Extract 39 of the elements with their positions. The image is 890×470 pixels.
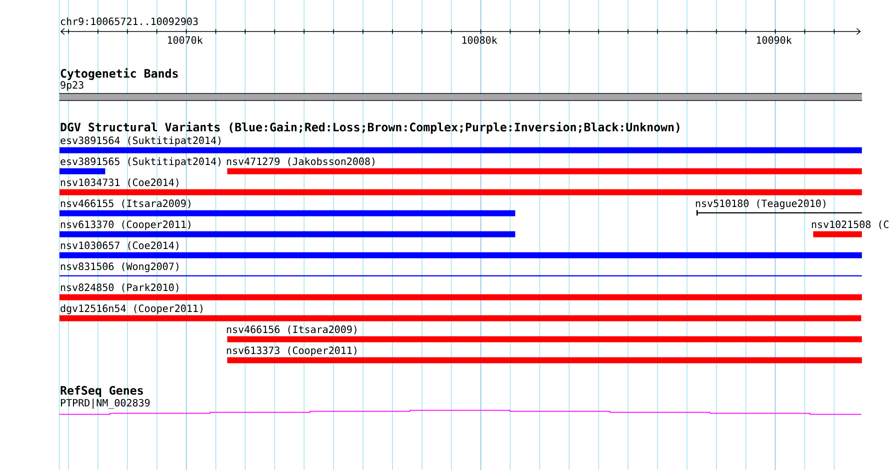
feature-label: nsv471279 (Jakobsson2008) bbox=[226, 157, 374, 166]
tick-label: 10090k bbox=[756, 36, 792, 44]
variant-bar bbox=[60, 147, 862, 154]
band-label: 9p23 bbox=[60, 81, 84, 91]
track-title: DGV Structural Variants (Blue:Gain;Red:Loss;Brown:Complex;Purple:Inversion;Black:Unknown) bbox=[60, 122, 680, 134]
tick-label: 10070k bbox=[168, 36, 203, 44]
position-label: chr9:10065721..10092903 bbox=[60, 17, 198, 26]
feature-label: nsv613370 (Cooper2011) bbox=[60, 220, 190, 230]
chromosome-band bbox=[58, 93, 862, 101]
gene-line bbox=[58, 410, 862, 415]
feature-label: nsv466155 (Itsara2009) bbox=[60, 199, 190, 208]
track-title: Cytogenetic Bands bbox=[60, 68, 178, 80]
feature-label: esv3891564 (Suktitipat2014) bbox=[60, 136, 220, 146]
variant-bar bbox=[227, 168, 862, 174]
feature-label: nsv831506 (Wong2007) bbox=[60, 262, 178, 272]
variant-bar bbox=[60, 294, 862, 300]
variant-bar bbox=[227, 336, 862, 342]
feature-label: nsv1034731 (Coe2014) bbox=[60, 178, 178, 188]
feature-label: nsv613373 (Cooper2011) bbox=[226, 346, 356, 356]
track-title: RefSeq Genes bbox=[60, 386, 143, 397]
variant-line bbox=[696, 210, 862, 216]
feature-label: esv3891565 (Suktitipat2014) bbox=[60, 157, 220, 168]
variant-bar bbox=[60, 231, 516, 238]
variant-bar bbox=[60, 210, 516, 216]
gene-label: PTPRD|NM_002839 bbox=[60, 398, 150, 409]
variant-bar bbox=[227, 357, 862, 364]
tick-label: 10080k bbox=[462, 36, 498, 44]
variant-line bbox=[60, 275, 862, 276]
feature-label: nsv1030657 (Coe2014) bbox=[60, 241, 178, 250]
variant-bar bbox=[60, 315, 862, 322]
variant-bar bbox=[60, 252, 862, 258]
feature-label: nsv824850 (Park2010) bbox=[60, 283, 178, 292]
variant-bar bbox=[60, 189, 862, 196]
feature-label: dgv12516n54 (Cooper2011) bbox=[60, 304, 202, 314]
feature-label: nsv466156 (Itsara2009) bbox=[226, 325, 356, 334]
variant-bar bbox=[60, 168, 106, 174]
feature-label: nsv1021508 (C bbox=[812, 220, 888, 230]
variant-bar bbox=[813, 231, 862, 238]
feature-label: nsv510180 (Teague2010) bbox=[696, 199, 826, 210]
